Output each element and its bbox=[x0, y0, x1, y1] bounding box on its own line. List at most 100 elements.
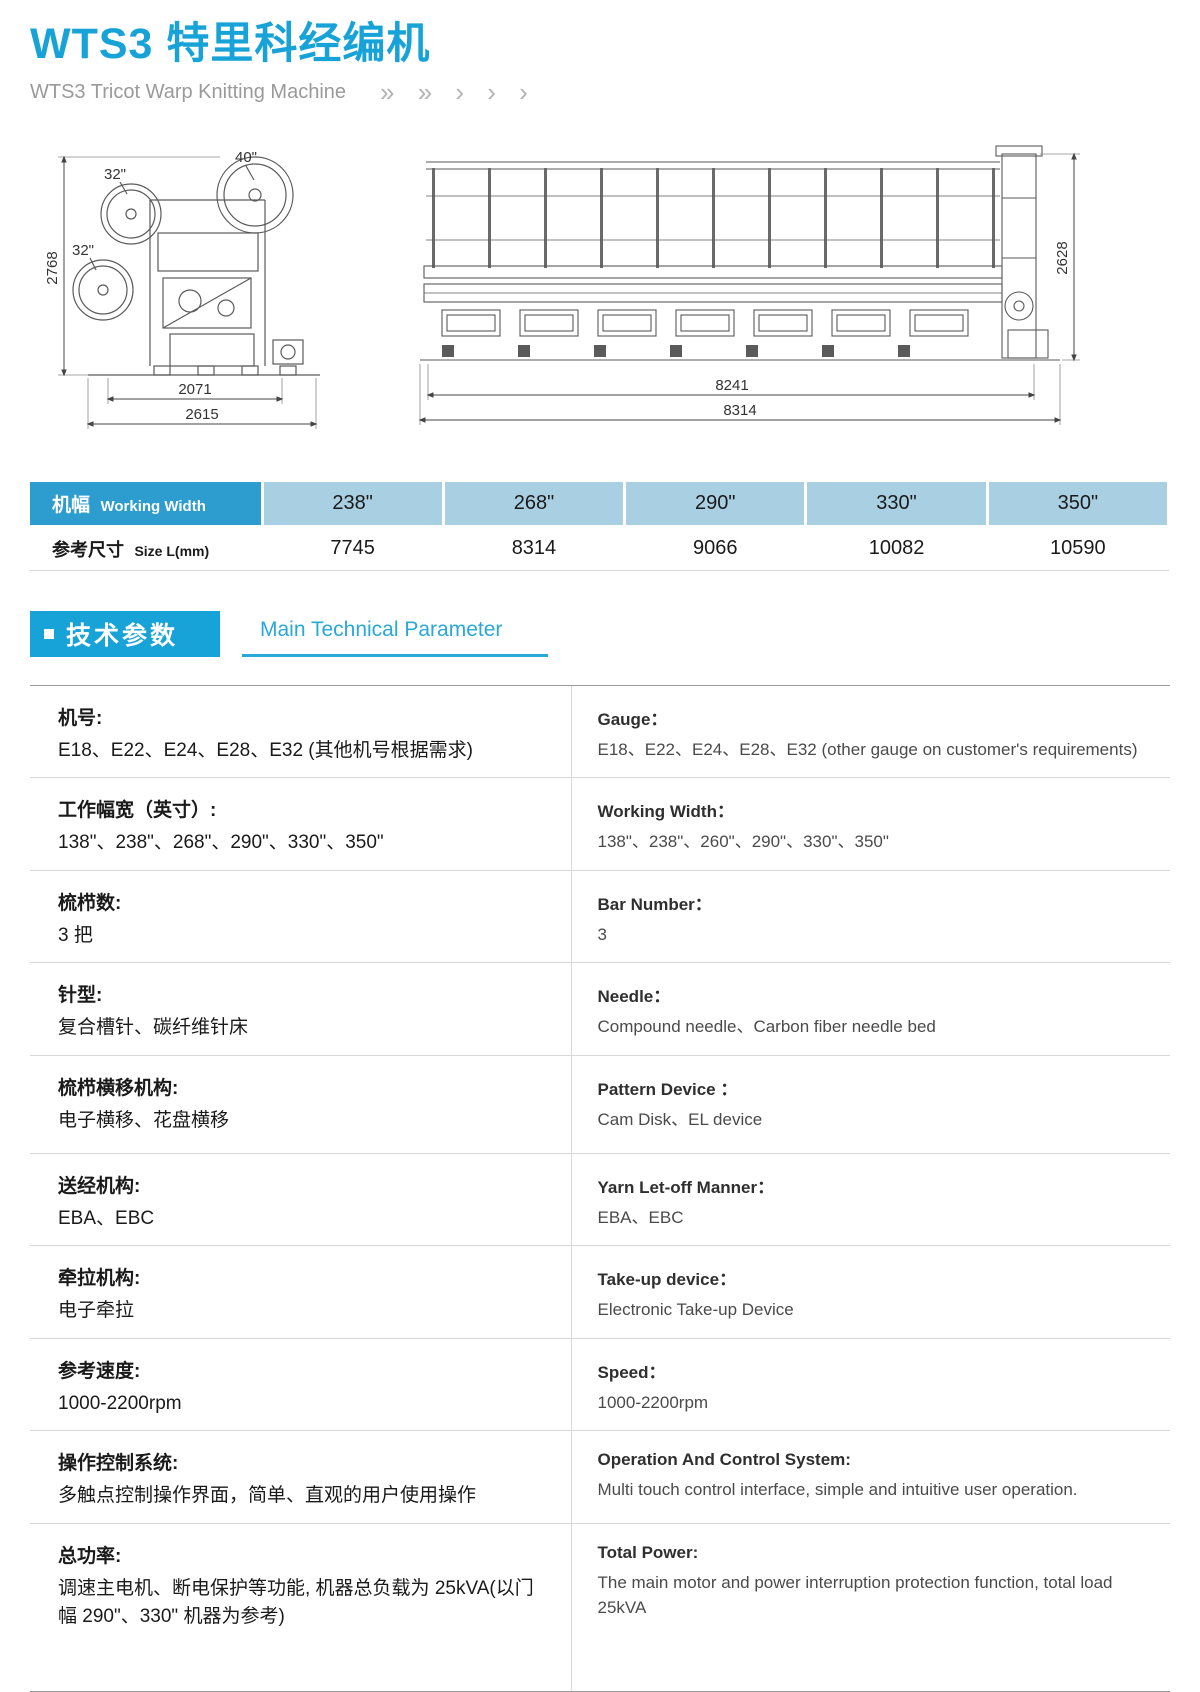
page-subtitle: WTS3 Tricot Warp Knitting Machine bbox=[30, 81, 347, 104]
dimension-lines bbox=[61, 156, 318, 428]
spec-label-cn: 针型: bbox=[58, 985, 103, 1007]
square-bullet-icon bbox=[44, 628, 54, 639]
spec-label-en: Take-up device： bbox=[597, 1270, 737, 1290]
size-value: 10082 bbox=[805, 526, 988, 571]
size-value: 8314 bbox=[443, 526, 625, 571]
spec-cell-cn: 梳栉数: 3 把 bbox=[30, 870, 572, 963]
spec-value-cn: 138"、238"、268"、290"、330"、350" bbox=[58, 832, 384, 854]
spec-row: 针型: 复合槽针、碳纤维针床 Needle： Compound needle、C… bbox=[30, 963, 1170, 1056]
spec-value-en: Electronic Take-up Device bbox=[597, 1300, 794, 1320]
spec-table: 机号: E18、E22、E24、E28、E32 (其他机号根据需求) Gauge… bbox=[30, 684, 1171, 1692]
section-header: 技术参数 Main Technical Parameter bbox=[30, 610, 1170, 657]
spec-cell-cn: 牵拉机构: 电子牵拉 bbox=[30, 1246, 572, 1338]
spec-label-cn: 参考速度: bbox=[58, 1360, 141, 1382]
width-table-body-row: 参考尺寸 Size L(mm) 7745 8314 9066 10082 105… bbox=[30, 526, 1169, 571]
spec-value-en: Cam Disk、EL device bbox=[597, 1109, 763, 1129]
section-title-en: Main Technical Parameter bbox=[242, 618, 549, 657]
spec-label-en: Pattern Device ： bbox=[597, 1079, 738, 1099]
width-header-en: Working Width bbox=[100, 498, 206, 516]
spec-row: 总功率: 调速主电机、断电保护等功能, 机器总负载为 25kVA(以门幅 290… bbox=[30, 1523, 1170, 1692]
page-title: WTS3 特里科经编机 bbox=[30, 20, 431, 68]
size-row-label: 参考尺寸 Size L(mm) bbox=[30, 526, 262, 571]
section-title-cn: 技术参数 bbox=[66, 621, 179, 650]
spec-cell-cn: 操作控制系统: 多触点控制操作界面，简单、直观的用户使用操作 bbox=[30, 1431, 572, 1523]
spec-value-cn: 调速主电机、断电保护等功能, 机器总负载为 25kVA(以门幅 290"、330… bbox=[58, 1577, 534, 1628]
spec-cell-cn: 工作幅宽（英寸）: 138"、238"、268"、290"、330"、350" bbox=[30, 778, 572, 870]
width-column-header: 330" bbox=[805, 482, 989, 528]
spec-label-cn: 工作幅宽（英寸）: bbox=[58, 800, 217, 822]
working-width-table: 机幅 Working Width 238" 268" 290" 330" 350… bbox=[30, 482, 1171, 571]
size-label-en: Size L(mm) bbox=[134, 542, 210, 559]
spec-row: 梳栉数: 3 把 Bar Number： 3 bbox=[30, 870, 1170, 964]
spec-value-cn: 3 把 bbox=[58, 924, 93, 946]
spec-cell-en: Yarn Let-off Manner： EBA、EBC bbox=[572, 1154, 1171, 1246]
spec-value-en: Compound needle、Carbon fiber needle bed bbox=[597, 1017, 936, 1037]
spec-label-en: Gauge： bbox=[597, 709, 668, 729]
spec-cell-cn: 送经机构: EBA、EBC bbox=[30, 1153, 572, 1246]
spec-label-cn: 送经机构: bbox=[58, 1175, 141, 1197]
spec-label-en: Speed： bbox=[597, 1362, 666, 1382]
spec-cell-cn: 参考速度: 1000-2200rpm bbox=[30, 1338, 572, 1431]
dimension-lines bbox=[418, 153, 1077, 424]
spec-row: 参考速度: 1000-2200rpm Speed： 1000-2200rpm bbox=[30, 1338, 1171, 1432]
spec-label-en: Bar Number： bbox=[597, 894, 712, 914]
spec-label-cn: 牵拉机构: bbox=[58, 1268, 141, 1290]
spec-row: 送经机构: EBA、EBC Yarn Let-off Manner： EBA、E… bbox=[30, 1153, 1171, 1247]
spec-value-cn: E18、E22、E24、E28、E32 (其他机号根据需求) bbox=[58, 739, 473, 761]
spec-value-cn: 1000-2200rpm bbox=[58, 1392, 182, 1414]
spec-value-en: 1000-2200rpm bbox=[597, 1392, 709, 1412]
spec-row: 操作控制系统: 多触点控制操作界面，简单、直观的用户使用操作 Operation… bbox=[30, 1431, 1170, 1524]
spec-row: 牵拉机构: 电子牵拉 Take-up device： Electronic Ta… bbox=[30, 1246, 1170, 1339]
spec-value-en: The main motor and power interruption pr… bbox=[597, 1572, 1113, 1618]
spec-value-cn: 电子牵拉 bbox=[58, 1300, 135, 1322]
spec-value-en: 3 bbox=[597, 924, 607, 944]
spec-value-en: Multi touch control interface, simple an… bbox=[597, 1480, 1078, 1500]
dim-inner-width-label: 2071 bbox=[178, 381, 211, 398]
extension-lines bbox=[419, 154, 1080, 426]
spec-value-cn: 电子横移、花盘横移 bbox=[58, 1109, 230, 1131]
dimension-labels: 2628 8241 8314 bbox=[715, 242, 1071, 420]
dimension-labels: 2768 2071 2615 40" 32" 32" bbox=[44, 149, 257, 423]
size-value: 9066 bbox=[624, 526, 806, 571]
beam-top-label: 40" bbox=[235, 149, 257, 166]
spec-row: 机号: E18、E22、E24、E28、E32 (其他机号根据需求) Gauge… bbox=[30, 685, 1170, 779]
spec-cell-cn: 总功率: 调速主电机、断电保护等功能, 机器总负载为 25kVA(以门幅 290… bbox=[30, 1523, 572, 1691]
width-column-header: 238" bbox=[262, 482, 445, 528]
spec-value-cn: 复合槽针、碳纤维针床 bbox=[58, 1017, 249, 1039]
spec-cell-cn: 机号: E18、E22、E24、E28、E32 (其他机号根据需求) bbox=[30, 685, 572, 778]
dim-height-label: 2628 bbox=[1054, 242, 1071, 275]
spec-cell-en: Take-up device： Electronic Take-up Devic… bbox=[572, 1246, 1171, 1338]
spec-cell-en: Operation And Control System: Multi touc… bbox=[572, 1431, 1171, 1523]
spec-cell-en: Working Width： 138"、238"、260"、290"、330"、… bbox=[572, 778, 1171, 870]
machine-drawings: 2768 2071 2615 40" 32" 32" bbox=[30, 138, 1170, 448]
machine-outline bbox=[72, 156, 320, 377]
chevron-icons: » » › › › bbox=[380, 77, 536, 108]
dim-height-label: 2768 bbox=[44, 252, 61, 285]
width-header-cn: 机幅 bbox=[52, 495, 91, 517]
subtitle-row: WTS3 Tricot Warp Knitting Machine » » › … bbox=[30, 77, 1170, 108]
spec-value-en: E18、E22、E24、E28、E32 (other gauge on cust… bbox=[597, 739, 1138, 759]
spec-cell-en: Needle： Compound needle、Carbon fiber nee… bbox=[572, 963, 1171, 1055]
spec-value-en: EBA、EBC bbox=[597, 1207, 684, 1227]
machine-outline bbox=[420, 145, 1060, 361]
size-value: 10590 bbox=[987, 526, 1169, 571]
spec-cell-en: Pattern Device ： Cam Disk、EL device bbox=[572, 1056, 1171, 1153]
section-badge: 技术参数 bbox=[30, 610, 220, 657]
header: WTS3 特里科经编机 WTS3 Tricot Warp Knitting Ma… bbox=[30, 20, 1170, 108]
width-column-header: 290" bbox=[624, 482, 808, 528]
size-value: 7745 bbox=[262, 526, 444, 571]
spec-row: 工作幅宽（英寸）: 138"、238"、268"、290"、330"、350" … bbox=[30, 778, 1170, 871]
spec-label-cn: 梳栉数: bbox=[58, 892, 122, 914]
spec-label-en: Total Power: bbox=[597, 1542, 699, 1562]
machine-drawing-front-view: 2628 8241 8314 bbox=[418, 145, 1080, 426]
spec-value-en: 138"、238"、260"、290"、330"、350" bbox=[597, 832, 889, 852]
spec-label-en: Operation And Control System: bbox=[597, 1450, 851, 1470]
spec-label-en: Needle： bbox=[597, 987, 671, 1007]
spec-cell-en: Speed： 1000-2200rpm bbox=[572, 1339, 1171, 1431]
spec-label-cn: 总功率: bbox=[58, 1545, 122, 1567]
width-table-header-row: 机幅 Working Width 238" 268" 290" 330" 350… bbox=[30, 482, 1171, 528]
size-label-cn: 参考尺寸 bbox=[52, 539, 124, 560]
spec-label-cn: 操作控制系统: bbox=[58, 1453, 179, 1475]
spec-cell-cn: 梳栉横移机构: 电子横移、花盘横移 bbox=[30, 1055, 572, 1153]
dim-outer-width-label: 2615 bbox=[185, 406, 218, 423]
